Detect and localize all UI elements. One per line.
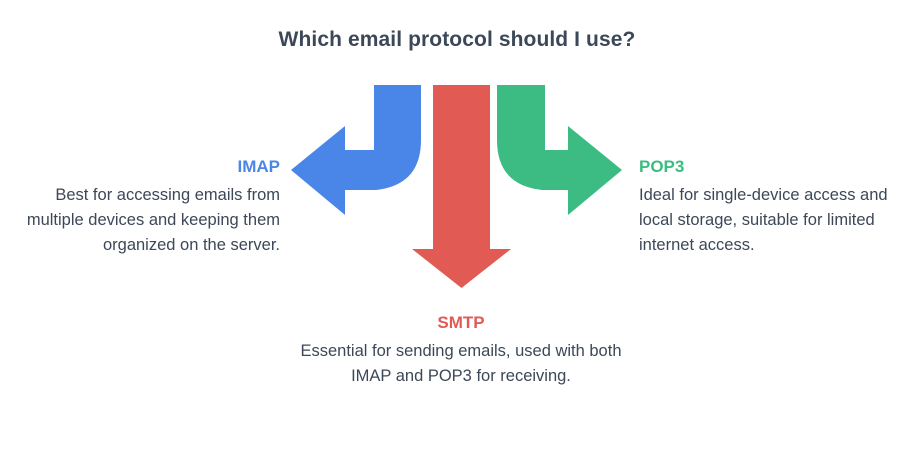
- smtp-description: Essential for sending emails, used with …: [300, 342, 622, 385]
- pop3-description: Ideal for single-device access and local…: [639, 186, 888, 254]
- imap-label: IMAP: [237, 157, 281, 176]
- imap-arrow-blue: [291, 85, 421, 215]
- imap-description: Best for accessing emails from multiple …: [26, 186, 280, 254]
- pop3-label: POP3: [639, 157, 685, 176]
- smtp-label: SMTP: [437, 313, 485, 332]
- smtp-arrow-red: [412, 85, 511, 288]
- page-title: Which email protocol should I use?: [278, 28, 636, 51]
- pop3-arrow-green: [497, 85, 622, 215]
